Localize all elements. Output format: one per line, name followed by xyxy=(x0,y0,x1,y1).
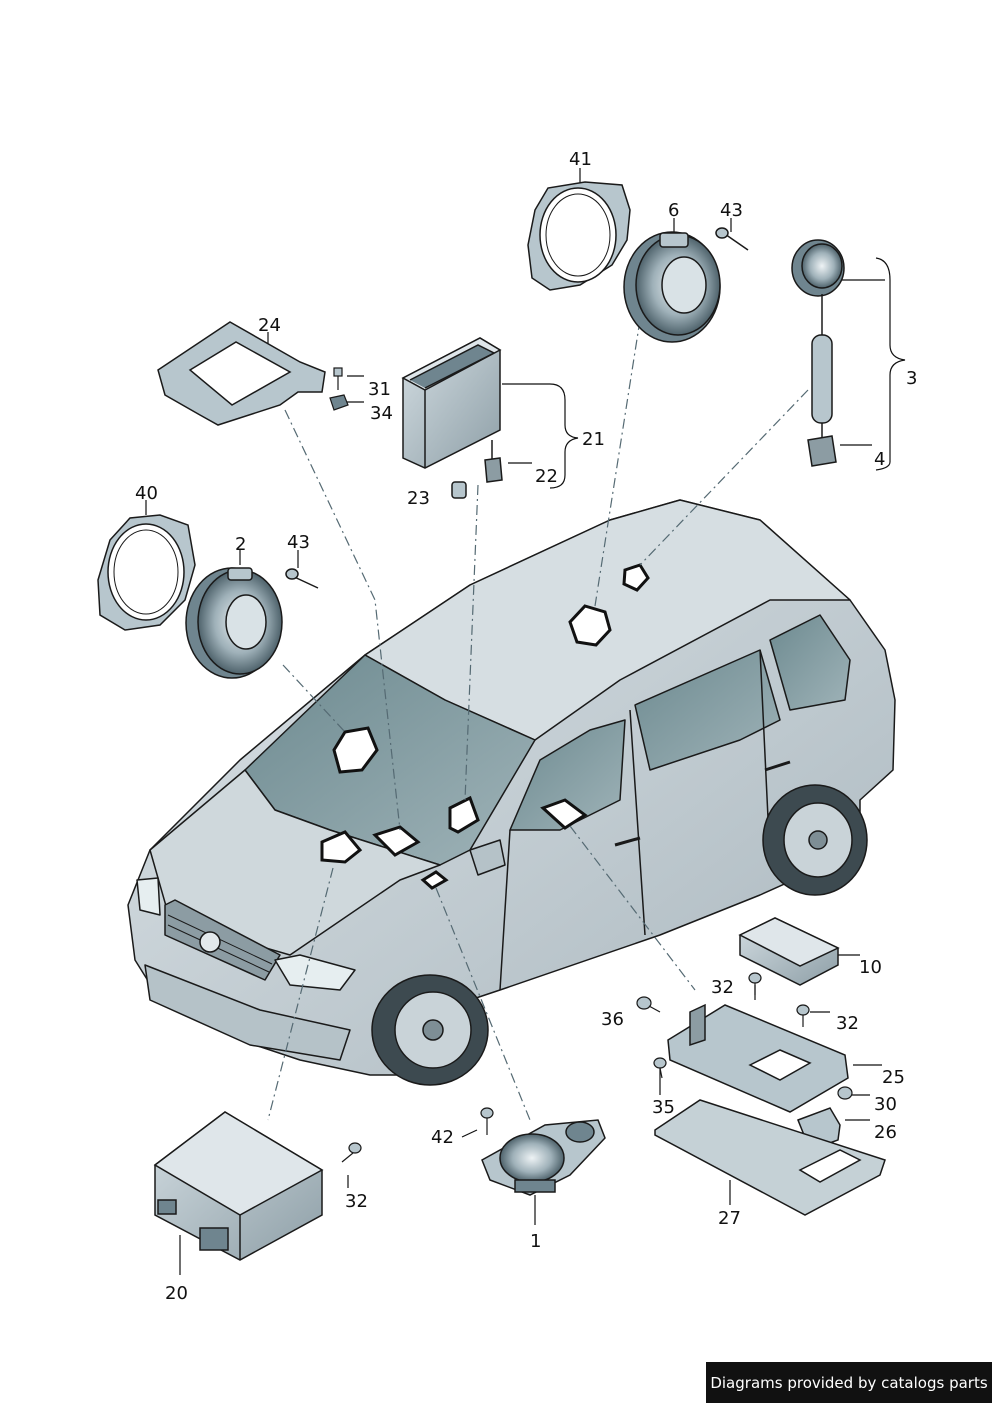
label-36: 36 xyxy=(601,1009,624,1030)
marker-rear-tweeter xyxy=(622,563,650,592)
label-24: 24 xyxy=(258,315,281,336)
marker-dash-4 xyxy=(420,870,449,890)
marker-front-door-speaker xyxy=(332,726,379,774)
label-4: 4 xyxy=(874,449,886,470)
front-bumper xyxy=(144,964,351,1061)
label-30: 30 xyxy=(874,1094,897,1115)
label-10: 10 xyxy=(859,957,882,978)
part-43-screw-upper xyxy=(715,227,749,251)
label-40: 40 xyxy=(135,483,158,504)
headlight-right xyxy=(274,954,356,991)
label-32-b: 32 xyxy=(836,1013,859,1034)
part-4-connector xyxy=(807,435,837,467)
label-20: 20 xyxy=(165,1283,188,1304)
marker-dash-1 xyxy=(320,830,363,864)
label-25: 25 xyxy=(882,1067,905,1088)
marker-dash-3 xyxy=(448,795,480,834)
part-32-screw-b xyxy=(796,1004,810,1027)
grille xyxy=(164,899,281,981)
label-22: 22 xyxy=(535,466,558,487)
part-32-screw-c xyxy=(341,1142,362,1163)
label-32-a: 32 xyxy=(711,977,734,998)
label-42: 42 xyxy=(431,1127,454,1148)
marker-rear-door-speaker xyxy=(568,604,612,647)
front-wheel xyxy=(371,974,489,1086)
part-2-loudspeaker xyxy=(185,567,283,679)
part-24-bracket xyxy=(157,321,326,426)
door-handle-rear xyxy=(764,760,791,772)
part-25-mounting-plate xyxy=(667,1003,849,1113)
badge xyxy=(199,931,221,953)
label-23: 23 xyxy=(407,488,430,509)
part-27-base-plate xyxy=(654,1099,886,1216)
part-36-bolt xyxy=(636,996,661,1013)
part-23-cap xyxy=(451,481,467,499)
part-6-loudspeaker xyxy=(623,231,721,343)
label-41: 41 xyxy=(569,149,592,170)
leader-lines xyxy=(267,319,809,1121)
label-31: 31 xyxy=(368,379,391,400)
part-41-speaker-adapter-ring xyxy=(527,181,631,291)
part-42-screw xyxy=(480,1107,494,1135)
part-31-screw xyxy=(333,367,343,390)
label-32-c: 32 xyxy=(345,1191,368,1212)
label-2: 2 xyxy=(235,534,247,555)
credit-banner: Diagrams provided by catalogs parts xyxy=(706,1362,992,1403)
part-35-screw xyxy=(653,1057,667,1079)
rear-wheel xyxy=(762,784,868,896)
location-markers xyxy=(320,563,650,890)
label-21: 21 xyxy=(582,429,605,450)
label-34: 34 xyxy=(370,403,393,424)
part-40-speaker-adapter-ring xyxy=(97,514,196,631)
label-3: 3 xyxy=(906,368,918,389)
headlight-left xyxy=(136,877,161,916)
part-32-screw-a xyxy=(748,972,762,995)
part-1-loudspeaker xyxy=(481,1119,606,1196)
label-43-lower: 43 xyxy=(287,532,310,553)
label-27: 27 xyxy=(718,1208,741,1229)
part-34-clip xyxy=(329,394,349,411)
label-35: 35 xyxy=(652,1097,675,1118)
door-handle-front xyxy=(614,836,641,847)
rear-side-window xyxy=(634,649,781,771)
side-mirror xyxy=(469,839,506,876)
label-43-upper: 43 xyxy=(720,200,743,221)
part-20-amplifier xyxy=(153,1111,324,1261)
label-26: 26 xyxy=(874,1122,897,1143)
label-6: 6 xyxy=(668,200,680,221)
part-21-control-unit xyxy=(401,337,502,469)
part-10-module xyxy=(738,917,840,986)
front-side-window xyxy=(509,719,626,831)
part-3-treble-speaker xyxy=(791,239,845,440)
marker-door xyxy=(540,798,588,830)
part-43-screw-lower xyxy=(285,568,319,589)
quarter-window xyxy=(769,614,851,711)
part-30-nut xyxy=(837,1086,853,1100)
label-1: 1 xyxy=(530,1231,542,1252)
marker-dash-2 xyxy=(372,825,421,857)
part-22-connector xyxy=(484,440,503,483)
